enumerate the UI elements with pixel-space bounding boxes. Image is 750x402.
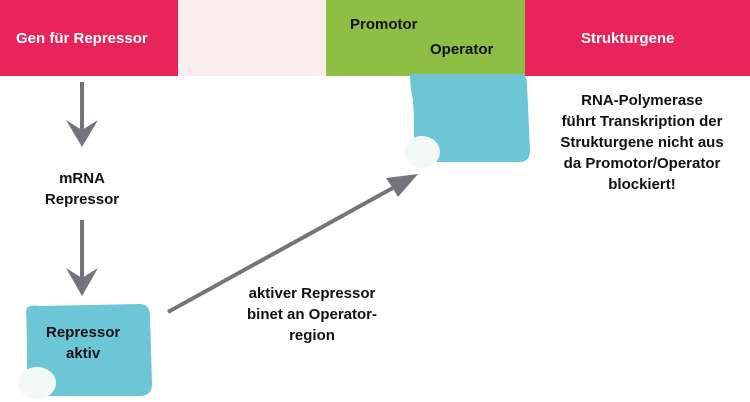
structural-genes-label: Strukturgene [581,30,675,47]
active-repressor-shape [18,304,152,399]
binding-description: aktiver Repressor binet an Operator- reg… [222,283,402,346]
polymerase-description: RNA-Polymerase führt Transkription der S… [537,90,747,195]
binding-line3: region [289,327,335,344]
arrow-mrna-to-repressor [66,220,98,296]
binding-line2: binet an Operator- [246,306,377,323]
spacer-band [178,0,326,76]
repressor-gene-band: Gen für Repressor [0,0,178,76]
structural-genes-band: Strukturgene [525,0,750,76]
polymerase-line3: Strukturgene nicht aus [560,134,724,151]
mrna-label-line1: mRNA [59,170,105,187]
polymerase-line1: RNA-Polymerase [581,92,703,109]
mrna-label: mRNA Repressor [36,168,128,210]
polymerase-line4: da Promotor/Operator [563,155,721,172]
repressor-active-label: Repressor aktiv [40,322,136,364]
promotor-operator-band: Promotor Operator [326,0,525,76]
repressor-gene-label: Gen für Repressor [16,30,148,47]
binding-line1: aktiver Repressor [248,285,376,302]
polymerase-line2: führt Transkription der [561,113,723,130]
repressor-active-line2: aktiv [66,345,101,362]
mrna-label-line2: Repressor [44,191,120,208]
arrow-repressor-to-operator [167,174,418,314]
arrow-gene-to-mrna [66,82,98,147]
bound-repressor-shape [404,73,530,168]
polymerase-line5: blockiert! [608,176,676,193]
operator-label: Operator [430,41,494,58]
promotor-label: Promotor [350,16,418,33]
repressor-active-line1: Repressor [46,324,121,341]
